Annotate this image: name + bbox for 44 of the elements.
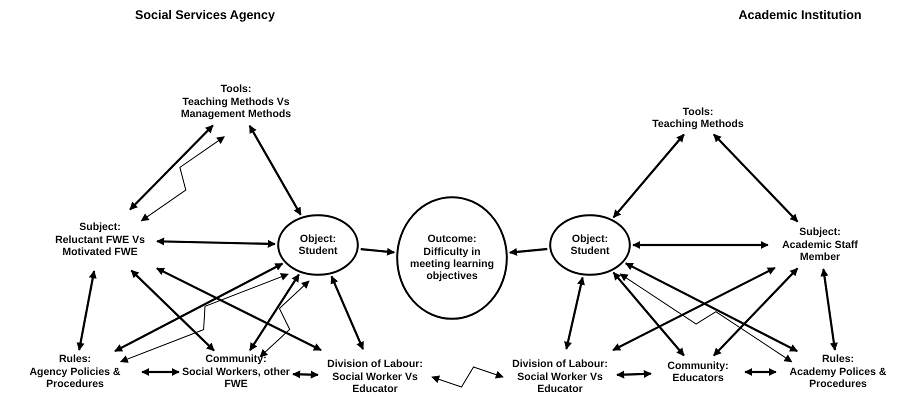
vertex-label: Rules: Academy Polices & Procedures <box>778 352 898 392</box>
double-arrow <box>120 273 289 363</box>
double-arrow <box>129 124 214 210</box>
vertex-label: Division of Labour: Social Worker Vs Educator <box>505 351 615 403</box>
double-arrow <box>625 262 798 352</box>
object-ellipse: Object: Student <box>277 214 359 276</box>
double-arrow <box>292 370 319 379</box>
double-arrow <box>330 276 364 350</box>
double-arrow <box>431 366 504 388</box>
vertex-label: Tools: Teaching Methods Vs Management Methods <box>161 80 311 124</box>
section-heading: Social Services Agency <box>135 8 275 22</box>
double-arrow <box>130 270 215 352</box>
double-arrow <box>249 274 300 351</box>
vertex-label: Tools: Teaching Methods <box>638 103 758 133</box>
double-arrow <box>612 266 776 352</box>
double-arrow <box>156 237 276 248</box>
outcome-circle: Outcome: Difficulty in meeting learning objectives <box>396 196 508 320</box>
vertex-label: Community: Social Workers, other FWE <box>181 352 291 392</box>
double-arrow <box>76 270 97 351</box>
vertex-label: Subject: Academic Staff Member <box>770 223 870 267</box>
double-arrow <box>114 262 284 352</box>
double-arrow <box>141 368 180 376</box>
double-arrow <box>713 268 798 356</box>
vertex-label: Community: Educators <box>653 357 743 387</box>
section-heading: Academic Institution <box>738 8 862 22</box>
double-arrow <box>632 241 769 249</box>
double-arrow <box>620 274 792 362</box>
arrow <box>509 248 548 256</box>
double-arrow <box>612 272 685 356</box>
double-arrow <box>248 125 302 216</box>
double-arrow <box>820 268 838 351</box>
vertex-label: Division of Labour: Social Worker Vs Educator <box>320 351 430 403</box>
double-arrow <box>564 276 585 350</box>
double-arrow <box>713 134 798 222</box>
double-arrow <box>156 267 322 352</box>
vertex-label: Subject: Reluctant FWE Vs Motivated FWE <box>45 211 155 269</box>
double-arrow <box>260 280 310 358</box>
double-arrow <box>616 370 652 379</box>
object-ellipse: Object: Student <box>549 214 631 276</box>
arrow <box>360 248 395 256</box>
double-arrow <box>140 136 225 222</box>
vertex-label: Rules: Agency Policies & Procedures <box>10 352 140 392</box>
double-arrow <box>744 368 777 376</box>
double-arrow <box>612 134 685 218</box>
